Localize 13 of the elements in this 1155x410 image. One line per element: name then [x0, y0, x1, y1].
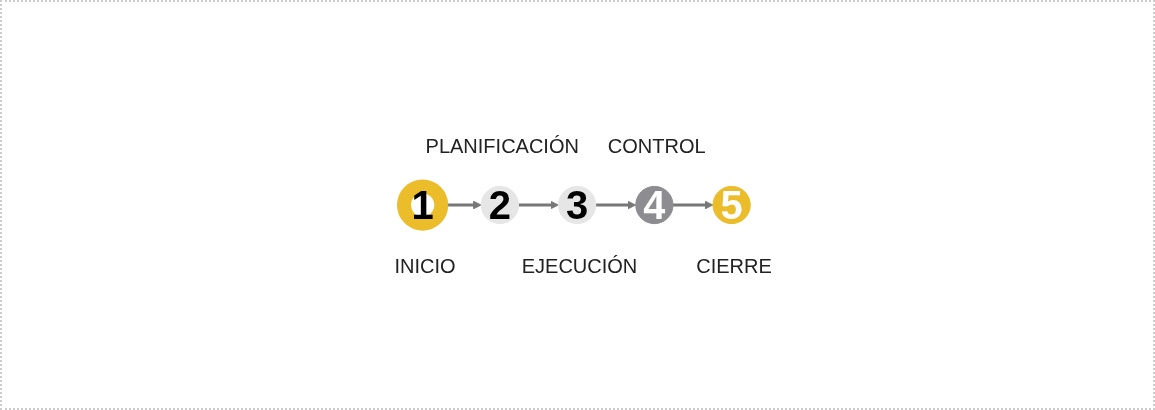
node-circle — [481, 185, 520, 225]
arrow — [596, 200, 637, 210]
arrow — [673, 200, 714, 210]
node-circle — [635, 185, 674, 225]
step-label: EJECUCIÓN — [521, 255, 638, 278]
step-label: CIERRE — [696, 255, 772, 278]
node-circle — [397, 179, 449, 231]
node-circle — [712, 185, 752, 225]
step-label: INICIO — [394, 255, 456, 278]
step-label: PLANIFICACIÓN — [425, 135, 579, 158]
step-label: CONTROL — [607, 135, 706, 158]
arrow — [518, 200, 560, 210]
node-circle — [558, 185, 597, 225]
